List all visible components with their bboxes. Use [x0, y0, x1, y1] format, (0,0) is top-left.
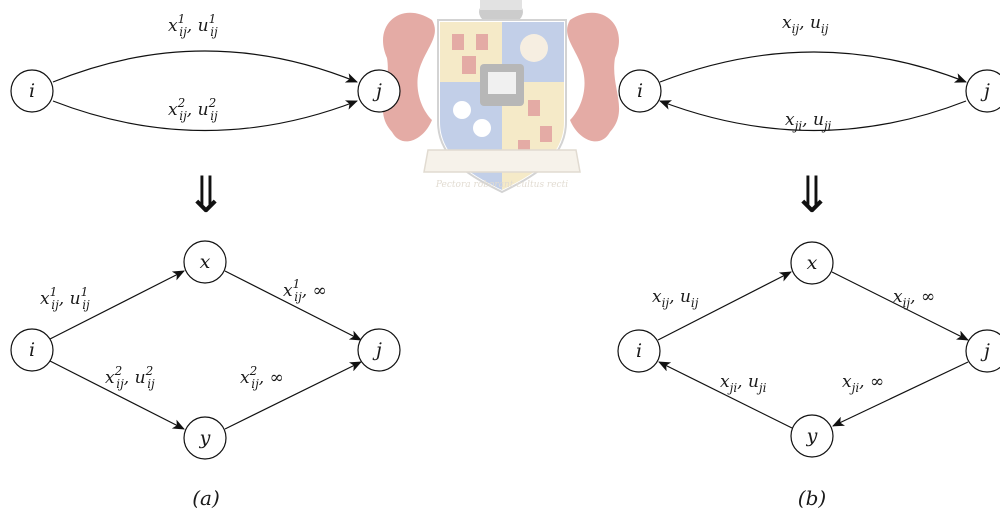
- node-b-j-label: j: [980, 340, 990, 362]
- university-crest-watermark: Pectora roborant cultus recti: [382, 0, 620, 194]
- node-b-top-i: [618, 69, 662, 113]
- node-b-top-i-label: i: [637, 80, 643, 102]
- caption-b: (b): [798, 486, 826, 510]
- edge-label-b-j-y: xji, ∞: [842, 372, 884, 395]
- node-b-j: [965, 329, 1000, 373]
- edge-b-top-ji: [659, 100, 967, 132]
- node-b-x-label: x: [807, 252, 818, 274]
- edge-label-b-top-ji: xji, uji: [785, 110, 832, 133]
- node-a-j-label: j: [372, 339, 382, 361]
- edge-a-i-x: [49, 270, 185, 340]
- crest-mantling-right: [567, 12, 620, 142]
- node-a-i-label: i: [29, 339, 35, 361]
- edge-label-b-top-ij: xij, uij: [782, 13, 829, 36]
- crest-helmet: [479, 0, 523, 26]
- node-b-y-label: y: [806, 425, 818, 447]
- node-a-top-i-label: i: [29, 80, 35, 102]
- crest-motto: Pectora roborant cultus recti: [435, 180, 568, 190]
- edge-b-top-ij: [659, 51, 967, 83]
- node-b-top-j: [965, 69, 1000, 113]
- node-a-top-j-label: j: [372, 80, 382, 102]
- crest-shield: [437, 19, 567, 194]
- caption-a: (a): [192, 486, 220, 510]
- edge-a-y-j: [224, 361, 362, 430]
- panel-b-bottom-graph: i x y j xij, uij xij, ∞ xji, ∞ xji, uji: [617, 241, 1000, 458]
- node-a-y: [183, 416, 227, 460]
- transform-arrow-b: ⇓: [791, 166, 833, 224]
- transform-arrow-a: ⇓: [185, 166, 227, 224]
- edge-a-x-j: [224, 270, 362, 341]
- node-a-j: [357, 328, 401, 372]
- node-b-y: [790, 414, 834, 458]
- node-a-top-i: [10, 69, 54, 113]
- edge-b-j-y: [832, 361, 969, 427]
- crest-mantling-left: [382, 12, 435, 142]
- node-a-i: [10, 328, 54, 372]
- edge-a-top-lower: [52, 100, 358, 132]
- edge-a-top-upper: [52, 50, 358, 83]
- edge-label-b-x-j: xij, ∞: [893, 287, 935, 310]
- edge-label-b-y-i: xji, uji: [720, 372, 767, 395]
- edge-a-i-y: [49, 360, 185, 430]
- node-a-x: [183, 240, 227, 284]
- edge-b-i-x: [657, 271, 792, 341]
- edge-b-y-i: [658, 361, 793, 429]
- edge-b-x-j: [831, 271, 969, 341]
- node-b-i-label: i: [636, 340, 642, 362]
- node-a-x-label: x: [200, 251, 211, 273]
- node-a-top-j: [357, 69, 401, 113]
- node-a-y-label: y: [199, 427, 211, 449]
- crest-scroll: Pectora roborant cultus recti: [423, 149, 581, 190]
- panel-b-top-graph: i j xij, uij xji, uji: [618, 13, 1000, 133]
- edge-label-b-i-x: xij, uij: [652, 287, 699, 310]
- node-b-x: [790, 241, 834, 285]
- node-b-i: [617, 329, 661, 373]
- node-b-top-j-label: j: [980, 80, 990, 102]
